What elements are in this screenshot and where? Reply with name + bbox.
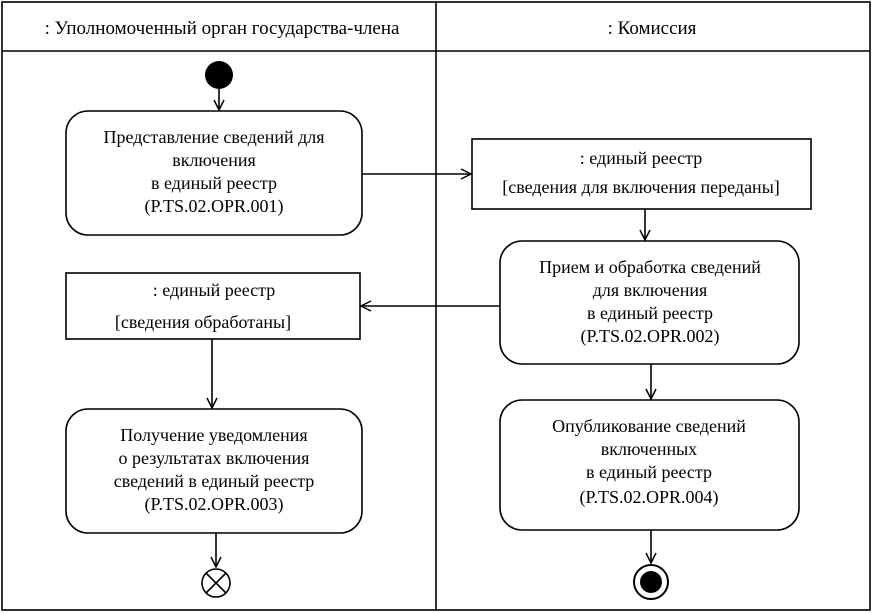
activity-receive-line: Прием и обработка сведений <box>539 257 761 277</box>
object-registry-processed: : единый реестр [сведения обработаны] <box>65 272 361 340</box>
lane-title-member-state: : Уполномоченный орган государства-члена <box>45 18 400 39</box>
activity-submit: Представление сведений для включения в е… <box>65 110 363 236</box>
object-state: [сведения для включения переданы] <box>502 177 780 197</box>
object-state: [сведения обработаны] <box>115 312 291 332</box>
activity-submit-line: (P.TS.02.OPR.001) <box>144 196 283 217</box>
object-registry-sent: : единый реестр [сведения для включения … <box>471 138 812 210</box>
initial-node <box>205 61 233 89</box>
activity-final-node <box>633 564 669 600</box>
activity-receive: Прием и обработка сведений для включения… <box>499 240 800 365</box>
flow-final-node <box>201 568 231 598</box>
activity-publish-line: Опубликование сведений <box>552 416 746 436</box>
activity-publish: Опубликование сведений включенных в един… <box>499 399 800 531</box>
activity-receive-line: для включения <box>593 280 708 300</box>
activity-submit-line: включения <box>172 150 256 170</box>
activity-notify-line: сведений в единый реестр <box>114 471 315 491</box>
activity-publish-line: в единый реестр <box>586 462 712 482</box>
object-name: : единый реестр <box>580 148 702 168</box>
activity-submit-line: Представление сведений для <box>103 127 324 147</box>
activity-notify: Получение уведомления о результатах вклю… <box>65 408 363 534</box>
activity-submit-line: в единый реестр <box>151 173 277 193</box>
object-name: : единый реестр <box>153 280 275 300</box>
activity-receive-line: в единый реестр <box>587 303 713 323</box>
activity-publish-line: включенных <box>601 439 697 459</box>
activity-receive-line: (P.TS.02.OPR.002) <box>580 326 719 347</box>
lane-title-commission: : Комиссия <box>608 18 697 39</box>
activity-notify-line: Получение уведомления <box>120 425 307 445</box>
activity-notify-line: (P.TS.02.OPR.003) <box>144 494 283 515</box>
activity-publish-line: (P.TS.02.OPR.004) <box>579 487 718 508</box>
activity-notify-line: о результатах включения <box>119 448 310 468</box>
